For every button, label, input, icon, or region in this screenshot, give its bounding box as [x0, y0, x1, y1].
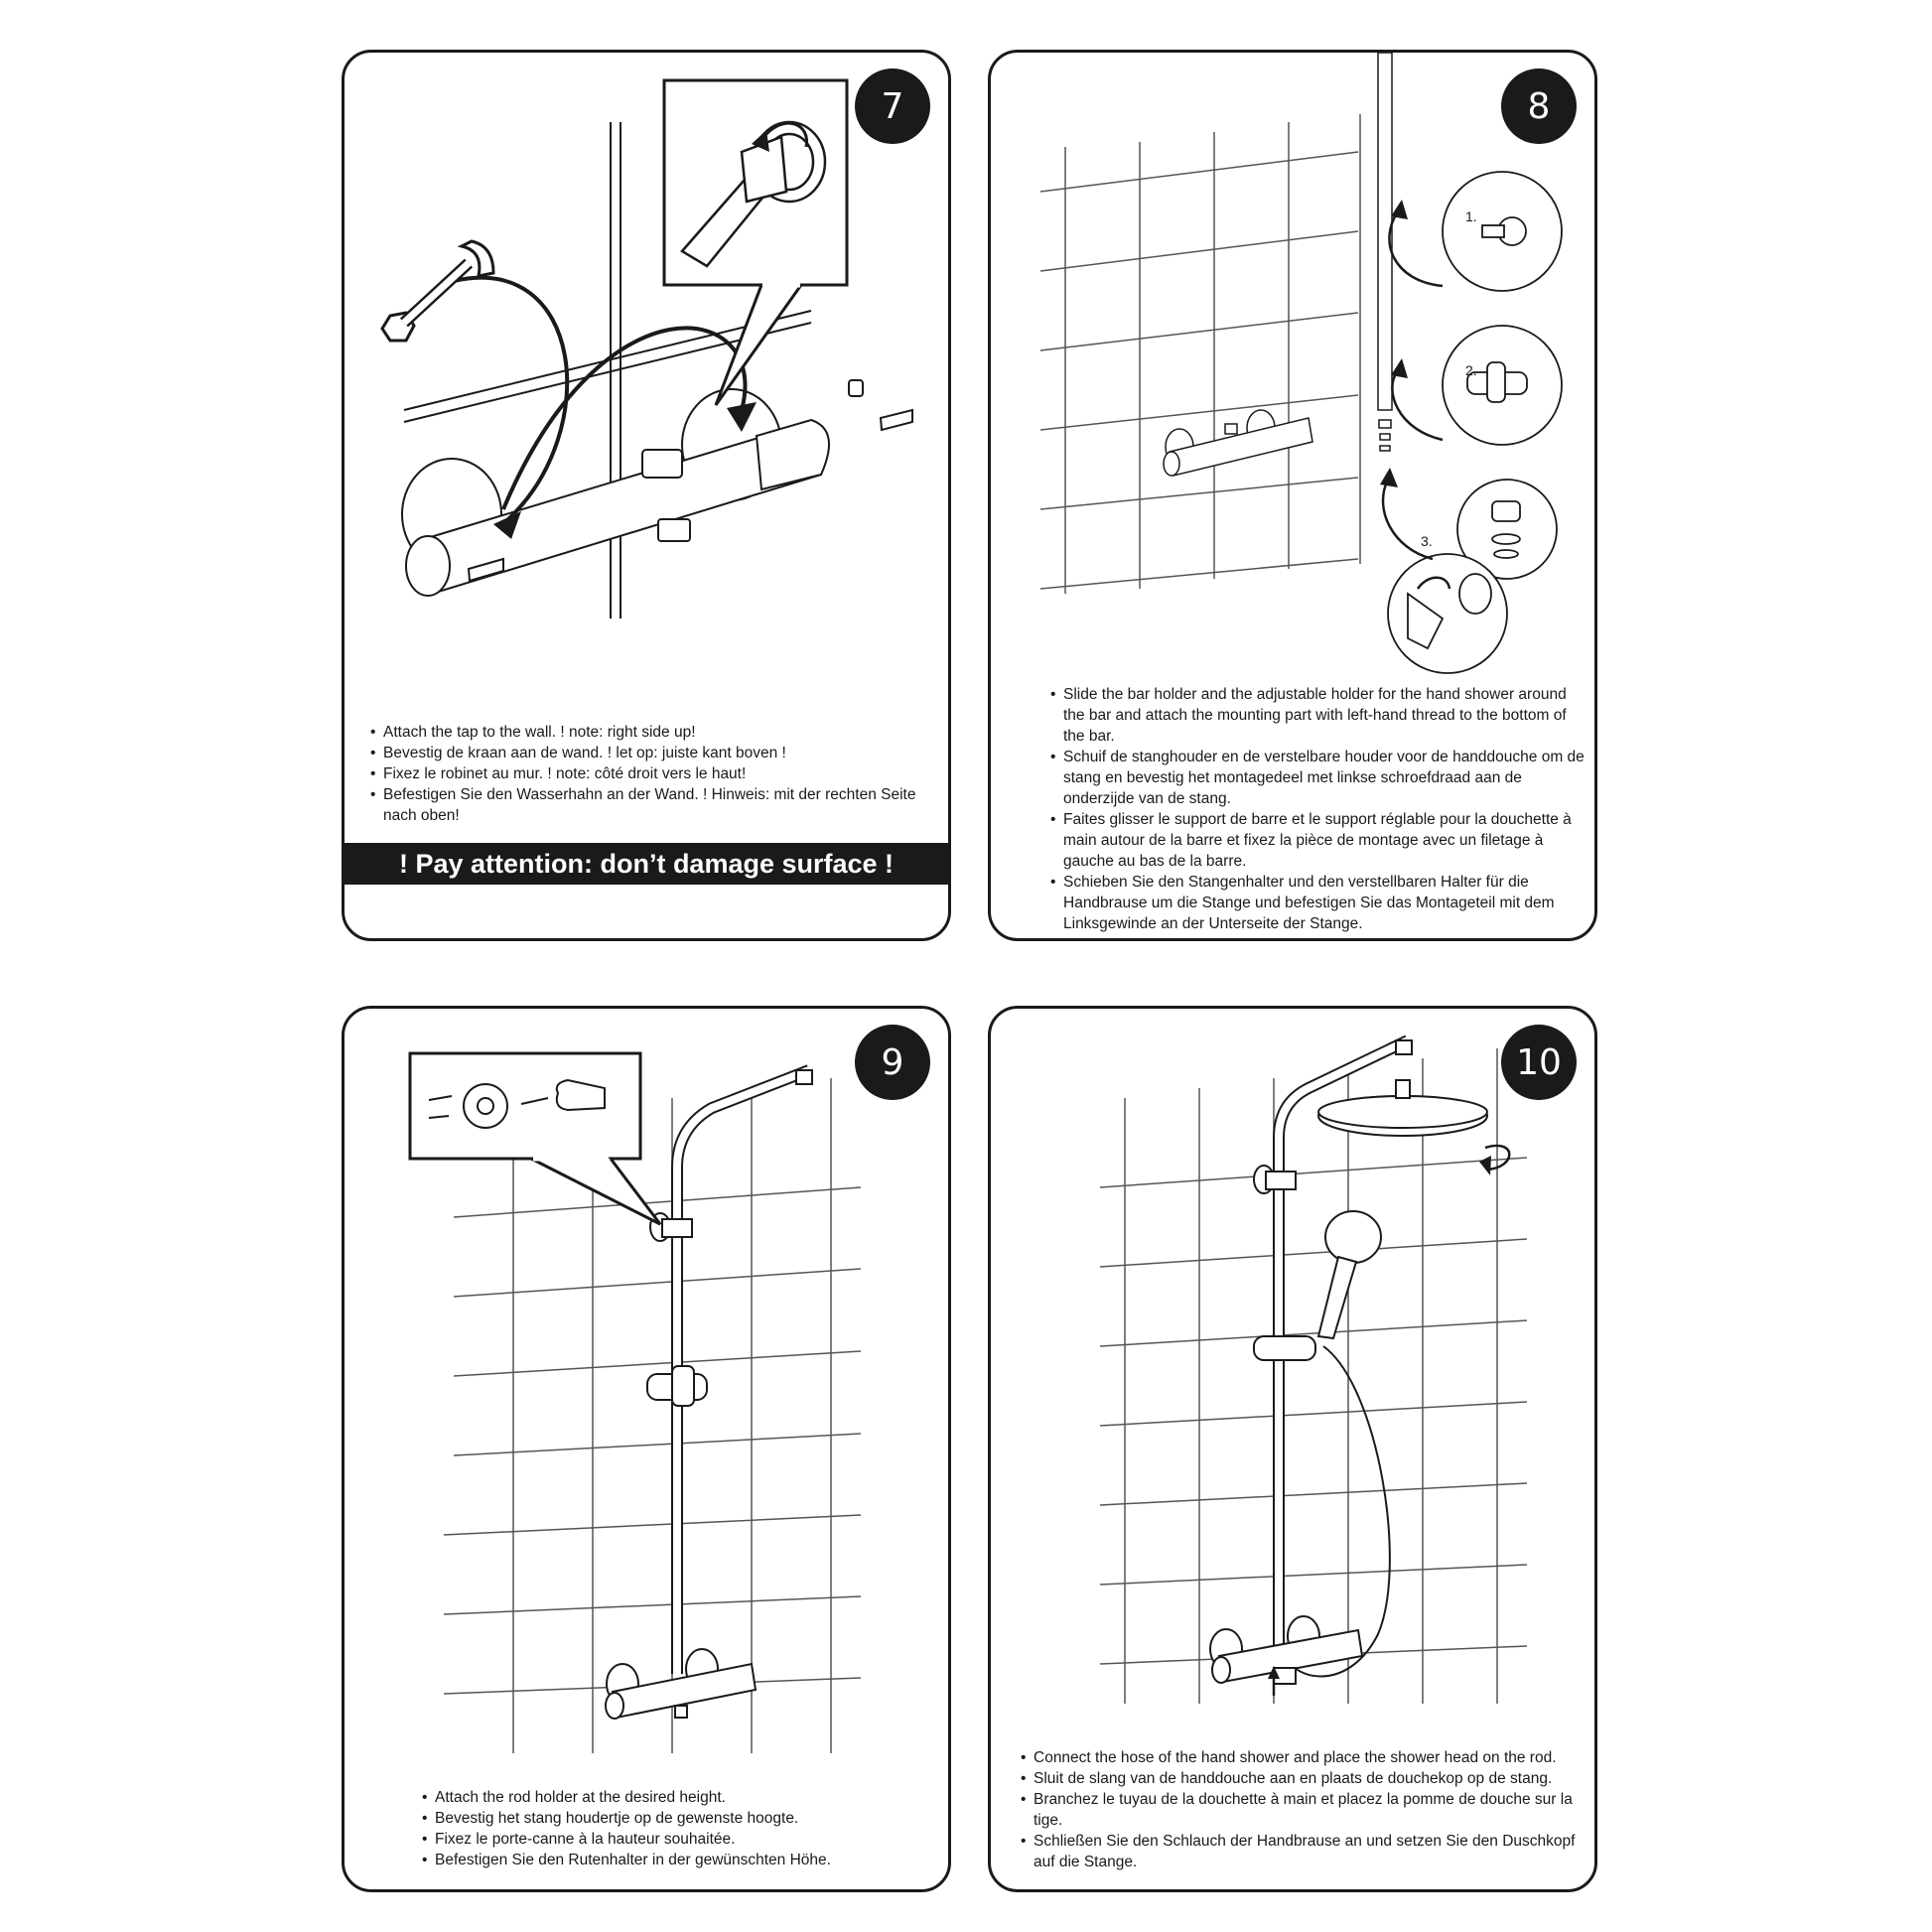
- step-8-illustration: 1. 2. 3.: [1039, 53, 1563, 674]
- callout-label: 2.: [1465, 362, 1477, 378]
- step-9-illustration: [408, 1051, 862, 1753]
- step-7-illustration: [380, 78, 913, 619]
- adjustable-wrench-icon: [680, 120, 827, 268]
- instruction-nl: Schuif de stanghouder en de verstelbare …: [1050, 747, 1587, 809]
- instruction-fr: Branchez le tuyau de la douchette à main…: [1021, 1789, 1594, 1831]
- instruction-de: Befestigen Sie den Wasserhahn an der Wan…: [370, 784, 926, 826]
- instruction-en: Attach the tap to the wall. ! note: righ…: [370, 722, 926, 743]
- step-8-panel: 8: [988, 50, 1597, 941]
- instruction-nl: Bevestig de kraan aan de wand. ! let op:…: [370, 743, 926, 763]
- wrench-icon: [380, 239, 495, 343]
- warning-banner: ! Pay attention: don’t damage surface !: [345, 843, 948, 885]
- instruction-fr: Fixez le porte-canne à la hauteur souhai…: [422, 1829, 938, 1850]
- step-9-panel: 9: [342, 1006, 951, 1892]
- instruction-nl: Sluit de slang van de handdouche aan en …: [1021, 1768, 1594, 1789]
- instruction-fr: Fixez le robinet au mur. ! note: côté dr…: [370, 763, 926, 784]
- callout-label: 3.: [1421, 533, 1433, 549]
- instruction-de: Schließen Sie den Schlauch der Handbraus…: [1021, 1831, 1594, 1872]
- step-number-badge: 10: [1501, 1025, 1577, 1100]
- instruction-nl: Bevestig het stang houdertje op de gewen…: [422, 1808, 938, 1829]
- step-10-panel: 10: [988, 1006, 1597, 1892]
- step-number-badge: 8: [1501, 69, 1577, 144]
- callout-label: 1.: [1465, 208, 1477, 224]
- arrow-icon: [453, 275, 570, 521]
- step-number-badge: 7: [855, 69, 930, 144]
- instruction-de: Schieben Sie den Stangenhalter und den v…: [1050, 872, 1587, 934]
- step-number-badge: 9: [855, 1025, 930, 1100]
- instruction-fr: Faites glisser le support de barre et le…: [1050, 809, 1587, 872]
- instruction-en: Slide the bar holder and the adjustable …: [1050, 684, 1587, 747]
- instruction-en: Attach the rod holder at the desired hei…: [422, 1787, 938, 1808]
- instruction-en: Connect the hose of the hand shower and …: [1021, 1747, 1594, 1768]
- step-7-panel: 7: [342, 50, 951, 941]
- instruction-de: Befestigen Sie den Rutenhalter in der ge…: [422, 1850, 938, 1870]
- step-10-illustration: [1099, 1035, 1528, 1704]
